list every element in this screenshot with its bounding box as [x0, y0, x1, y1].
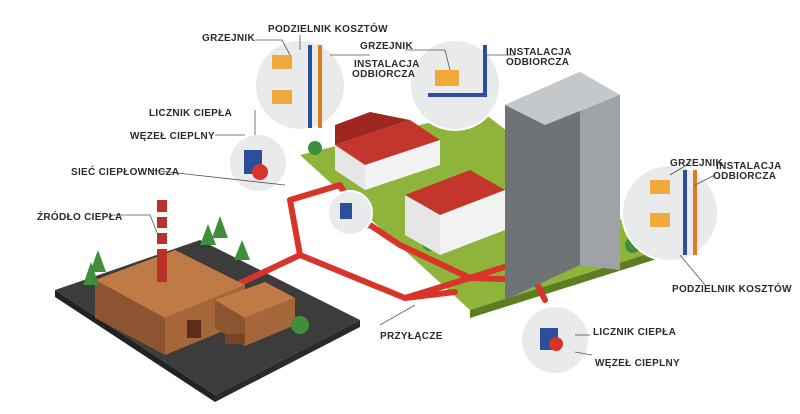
label-zrodlo: ŹRÓDŁO CIEPŁA [37, 212, 123, 223]
label-licznik-right: LICZNIK CIEPŁA [593, 327, 677, 338]
label-instalacja-right-2: ODBIORCZA [713, 171, 777, 182]
callout-left-node [228, 133, 288, 193]
callout-bottom-node [520, 305, 590, 375]
house-1 [335, 112, 440, 190]
label-grzejnik-top-left: GRZEJNIK [202, 33, 255, 44]
label-instalacja-mid-2: ODBIORCZA [506, 57, 570, 68]
label-wezel-left: WĘZEŁ CIEPLNY [130, 131, 216, 142]
label-instalacja-left-1: INSTALACJA [354, 59, 420, 70]
label-licznik-left: LICZNIK CIEPŁA [149, 108, 233, 119]
callout-top-mid [409, 39, 501, 131]
label-wezel-right: WĘZEŁ CIEPLNY [595, 358, 681, 369]
heat-source-plant [95, 200, 295, 355]
label-przylacze: PRZYŁĄCZE [380, 331, 443, 342]
label-instalacja-mid-1: INSTALACJA [506, 47, 572, 58]
label-grzejnik-right: GRZEJNIK [670, 158, 723, 169]
callout-top-left [254, 39, 346, 131]
label-podzielnik-right: PODZIELNIK KOSZTÓW [672, 284, 792, 295]
label-podzielnik-top: PODZIELNIK KOSZTÓW [268, 24, 388, 35]
label-instalacja-right-1: INSTALACJA [716, 161, 782, 172]
tower-block [505, 72, 620, 300]
factory-ground-edge-right [215, 320, 360, 402]
callout-mid-node [327, 190, 373, 236]
label-grzejnik-top-mid: GRZEJNIK [360, 41, 413, 52]
leader-lines [110, 35, 716, 356]
callout-right [621, 164, 719, 262]
label-siec: SIEĆ CIEPŁOWNICZA [71, 167, 180, 178]
house-2 [405, 170, 505, 255]
label-instalacja-left-2: ODBIORCZA [352, 69, 416, 80]
